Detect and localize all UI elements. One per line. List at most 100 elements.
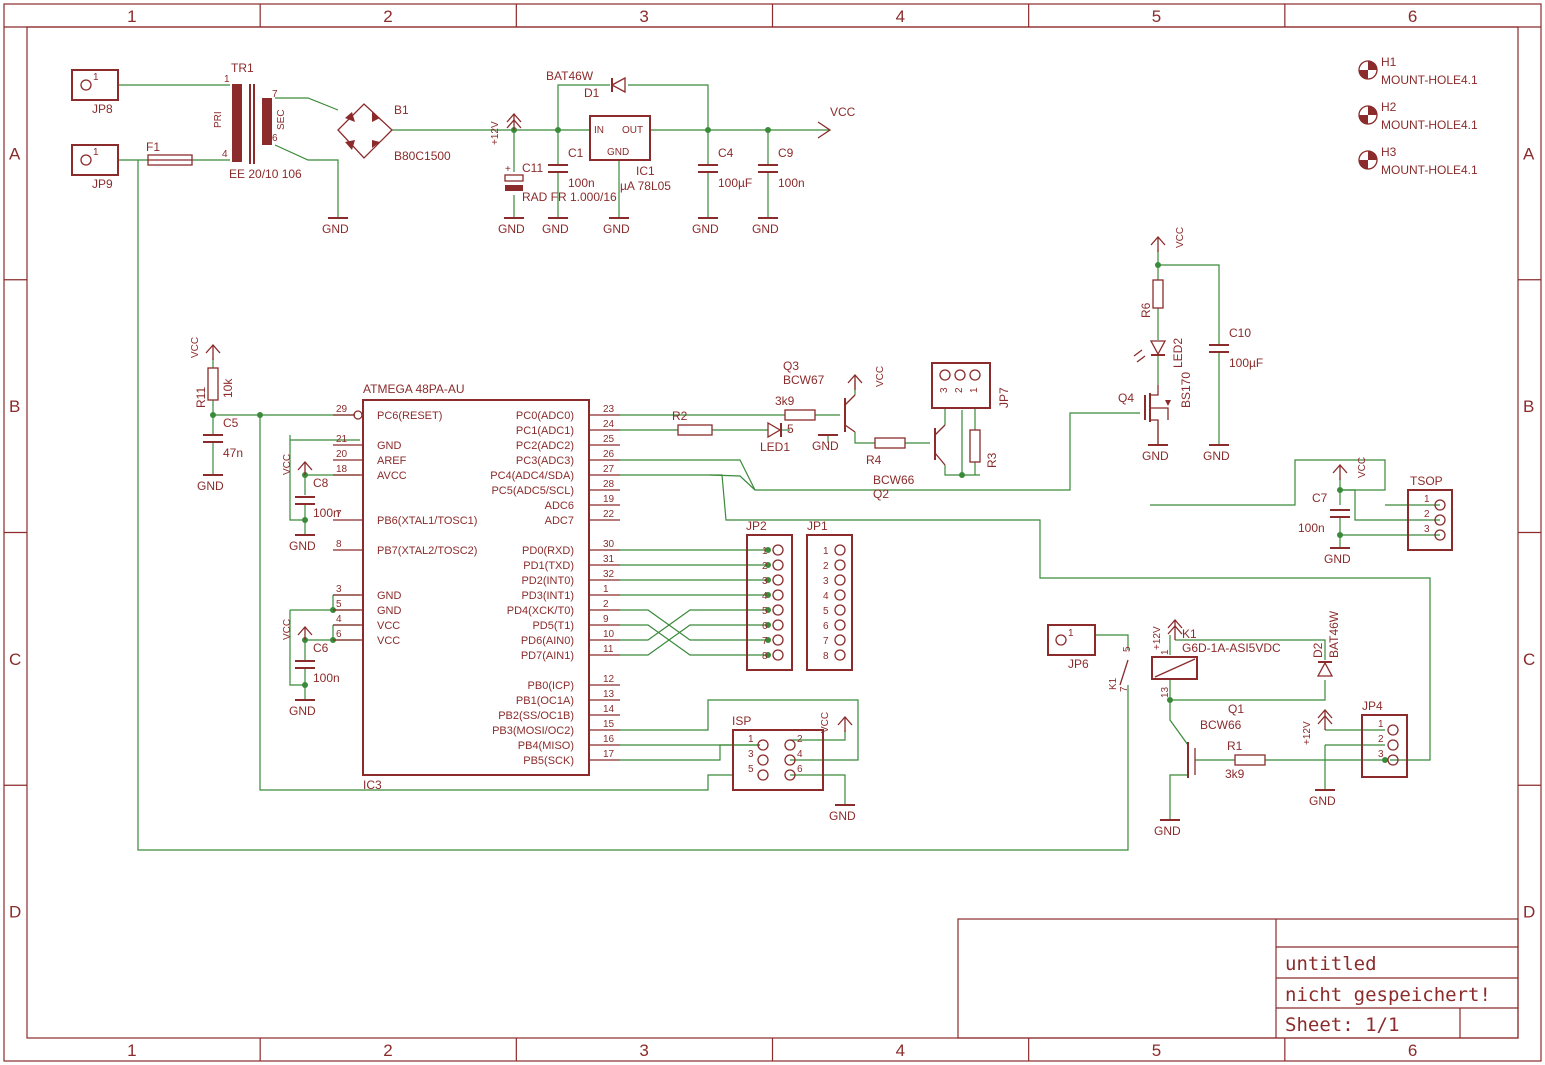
pin-number: 30 bbox=[603, 539, 615, 550]
r1-resistor[interactable]: R1 3k9 bbox=[1225, 739, 1266, 781]
r11-resistor[interactable]: R11 10k bbox=[194, 367, 235, 408]
pin-name: GND bbox=[377, 440, 402, 452]
pin-number: 1 bbox=[93, 72, 99, 83]
net-label: VCC bbox=[830, 105, 856, 119]
c5-capacitor[interactable]: C5 47n bbox=[203, 416, 243, 460]
q1-transistor[interactable]: Q1 BCW66 bbox=[1187, 702, 1244, 778]
pin-number: 8 bbox=[823, 651, 829, 662]
c1-capacitor[interactable]: C1 100n bbox=[548, 146, 595, 190]
ground-symbol: GND bbox=[692, 217, 719, 236]
r2-resistor[interactable]: R2 bbox=[672, 409, 713, 436]
k1-relay-contact[interactable]: K1 5 7 bbox=[1108, 646, 1133, 692]
pin-number: 2 bbox=[762, 561, 768, 572]
jp6-connector[interactable]: 1 JP6 bbox=[1047, 624, 1096, 671]
c9-capacitor[interactable]: C9 100n bbox=[758, 146, 805, 190]
jp4-connector[interactable]: 1 2 3 JP4 bbox=[1361, 699, 1408, 778]
pin-number: 6 bbox=[272, 133, 278, 144]
c11-capacitor[interactable]: + C11 RAD FR 1.000/16 bbox=[504, 161, 617, 204]
pin-number: 5 bbox=[1122, 646, 1133, 652]
pin-number: 8 bbox=[336, 539, 342, 550]
c7-capacitor[interactable]: C7 100n bbox=[1298, 491, 1350, 535]
net-label: +12V bbox=[1302, 721, 1313, 745]
ground-symbol: GND bbox=[1154, 819, 1181, 838]
r5-resistor[interactable]: 3k9 5 bbox=[775, 394, 816, 436]
q2-transistor[interactable]: BCW66 Q2 bbox=[873, 424, 946, 501]
vcc-symbol-isp: VCC bbox=[820, 712, 853, 733]
ic1-value: µA 78L05 bbox=[620, 179, 671, 193]
net-label: VCC bbox=[875, 366, 886, 387]
pin-name: PD5(T1) bbox=[532, 620, 574, 632]
k1-relay-coil[interactable]: G6D-1A-ASI5VDC K1 1 13 bbox=[1151, 627, 1281, 698]
net-label: +12V bbox=[490, 121, 501, 145]
frame-column-label-top: 6 bbox=[1408, 7, 1417, 26]
q3-transistor[interactable]: Q3 BCW67 bbox=[783, 359, 856, 433]
led1[interactable]: LED1 bbox=[760, 421, 790, 454]
d2-diode[interactable]: D2 BAT46W bbox=[1311, 610, 1341, 677]
c10-capacitor[interactable]: C10 100µF bbox=[1209, 326, 1263, 370]
c1-value: 100n bbox=[568, 176, 595, 190]
pin-number: 2 bbox=[954, 387, 965, 393]
tsop-connector[interactable]: 1 2 3 TSOP bbox=[1407, 474, 1453, 551]
ic3-microcontroller[interactable]: ATMEGA 48PA-AU IC3 29PC6(RESET)21GND20AR… bbox=[333, 382, 620, 792]
frame-row-label-left: D bbox=[9, 903, 21, 922]
d1-diode[interactable]: BAT46W D1 bbox=[546, 69, 626, 100]
pin-number: 22 bbox=[603, 509, 615, 520]
r6-resistor[interactable]: R6 bbox=[1139, 279, 1164, 318]
b1-label: B1 bbox=[394, 103, 409, 117]
pin-number: 13 bbox=[603, 689, 615, 700]
c6-value: 100n bbox=[313, 671, 340, 685]
pin-number: 6 bbox=[336, 629, 342, 640]
pin-number: 2 bbox=[1424, 509, 1430, 520]
f1-fuse[interactable]: F1 bbox=[146, 140, 193, 166]
r5-label: 5 bbox=[787, 422, 794, 436]
c1-label: C1 bbox=[568, 146, 584, 160]
pin-name: PB5(SCK) bbox=[523, 755, 574, 767]
ic1-regulator[interactable]: IN OUT GND IC1 µA 78L05 bbox=[589, 115, 671, 193]
isp-connector[interactable]: 1 3 5 2 4 6 ISP bbox=[732, 714, 824, 791]
ic3-label: IC3 bbox=[363, 778, 382, 792]
tr1-transformer[interactable]: TR1 EE 20/10 106 PRI SEC 1 4 7 6 bbox=[213, 61, 302, 181]
title-block: untitled nicht gespeichert! Sheet: 1/1 bbox=[957, 918, 1519, 1039]
c6-capacitor[interactable]: C6 100n bbox=[295, 641, 340, 685]
jp9-connector[interactable]: 1 JP9 bbox=[71, 144, 119, 191]
c4-capacitor[interactable]: C4 100µF bbox=[698, 146, 752, 190]
q4-mosfet[interactable]: Q4 BS170 bbox=[1118, 372, 1193, 445]
frame-column-label-top: 2 bbox=[383, 7, 392, 26]
ground-symbol: GND bbox=[197, 474, 224, 493]
c5-label: C5 bbox=[223, 416, 239, 430]
led1-label: LED1 bbox=[760, 440, 790, 454]
ground-symbol: GND bbox=[1203, 444, 1230, 463]
pin-number: 3 bbox=[939, 387, 950, 393]
pin-number: 1 bbox=[1378, 719, 1384, 730]
r3-resistor[interactable]: R3 bbox=[969, 429, 999, 468]
jp7-connector[interactable]: 3 2 1 JP7 bbox=[931, 362, 1011, 409]
c8-capacitor[interactable]: C8 100n bbox=[295, 476, 340, 520]
pin-label: IN bbox=[594, 125, 604, 136]
ground-symbol: GND bbox=[542, 217, 569, 236]
c9-value: 100n bbox=[778, 176, 805, 190]
pin-name: PD7(AIN1) bbox=[521, 650, 574, 662]
tr1-primary-label: PRI bbox=[213, 111, 224, 128]
pin-number: 1 bbox=[823, 546, 829, 557]
r11-label: R11 bbox=[194, 387, 208, 408]
jp8-connector[interactable]: 1 JP8 bbox=[71, 69, 119, 116]
svg-text:+: + bbox=[505, 164, 511, 175]
r4-resistor[interactable]: R4 bbox=[866, 437, 906, 467]
pin-number: 4 bbox=[797, 749, 803, 760]
b1-bridge-rectifier[interactable]: B1 B80C1500 bbox=[337, 103, 451, 163]
pin-number: 3 bbox=[748, 749, 754, 760]
h2-label: H2 bbox=[1381, 100, 1397, 114]
pin-number: 1 bbox=[603, 584, 609, 595]
pin-name: PC4(ADC4/SDA) bbox=[490, 470, 574, 482]
k1-label: K1 bbox=[1182, 627, 1197, 641]
led2[interactable]: LED2 bbox=[1133, 338, 1185, 368]
